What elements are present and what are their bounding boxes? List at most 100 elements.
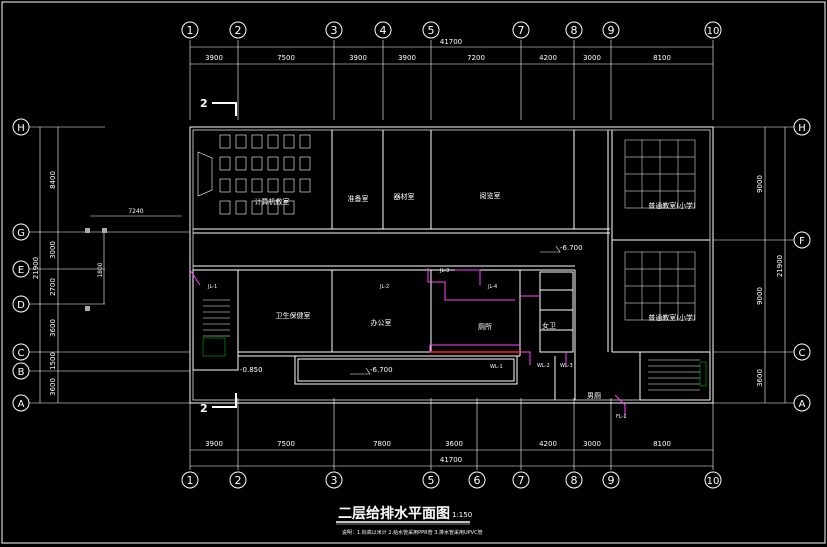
dim-top-4: 3900 — [398, 54, 416, 62]
tag-jl4: JL-4 — [487, 284, 497, 290]
axis-right-H: H — [798, 123, 806, 134]
dim-left-3: 2700 — [49, 278, 57, 296]
dim-mid-left2: 1800 — [97, 262, 104, 277]
dim-left-2: 3000 — [49, 241, 57, 259]
axis-top-1: 1 — [187, 24, 194, 37]
dim-left-1: 8400 — [49, 171, 57, 189]
axis-left-D: D — [17, 300, 25, 311]
axis-left-C: C — [18, 348, 25, 359]
tag-wl3: WL-3 — [560, 363, 573, 369]
room-men: 男厕 — [587, 392, 601, 400]
dim-right-3: 3600 — [756, 369, 764, 387]
computer-room-desks — [197, 134, 311, 215]
room-prep: 准备室 — [348, 194, 369, 203]
axis-top-8: 8 — [571, 24, 578, 37]
section-mark-top: 2 — [200, 97, 237, 116]
tag-jl3: JL-3 — [439, 268, 449, 274]
room-toilet: 厕所 — [478, 322, 492, 331]
dim-bot-4: 3600 — [445, 440, 463, 448]
dim-top-6: 4200 — [539, 54, 557, 62]
room-women: 女卫 — [542, 321, 556, 330]
bottom-axis-bubbles: 1 2 3 5 6 7 8 9 10 — [181, 471, 722, 489]
tag-fl1: FL-1 — [616, 414, 627, 420]
axis-bot-6: 6 — [474, 474, 481, 487]
tag-wl2: WL-2 — [537, 363, 550, 369]
axis-left-E: E — [18, 265, 24, 276]
axis-top-4: 4 — [380, 24, 387, 37]
dim-top-3: 3900 — [349, 54, 367, 62]
axis-top-3: 3 — [331, 24, 338, 37]
left-axis-bubbles: H G E D C B A — [12, 118, 30, 412]
grid-marker — [85, 306, 90, 311]
right-axis-lines — [713, 126, 794, 404]
axis-top-5: 5 — [428, 24, 435, 37]
pipe-tags: JL-1 JL-2 JL-3 JL-4 WL-1 WL-2 WL-3 FL-1 — [207, 268, 627, 420]
dim-right-1: 9000 — [756, 175, 764, 193]
top-axis-bubbles: 1 2 3 4 5 7 8 9 10 — [181, 21, 722, 39]
room-teaching-b: 普通教室(小学) — [648, 313, 696, 322]
room-computer: 计算机教室 — [255, 197, 290, 206]
building-walls — [189, 126, 714, 404]
tag-wl1: WL-1 — [490, 364, 503, 370]
axis-bot-7: 7 — [518, 474, 525, 487]
room-office: 办公室 — [371, 318, 392, 327]
left-axis-lines — [29, 126, 190, 404]
dim-bot-2: 7500 — [277, 440, 295, 448]
svg-text:2: 2 — [200, 402, 208, 415]
grid-marker — [85, 228, 90, 233]
dim-top-8: 8100 — [653, 54, 671, 62]
tag-jl2: JL-2 — [379, 284, 389, 290]
axis-left-A: A — [18, 399, 25, 410]
axis-right-C: C — [799, 348, 806, 359]
dim-bot-6: 3000 — [583, 440, 601, 448]
axis-top-2: 2 — [235, 24, 242, 37]
room-labels: 计算机教室 准备室 器材室 阅览室 卫生保健室 办公室 厕所 女卫 普通教室(小… — [255, 191, 696, 400]
dim-bot-5: 4200 — [539, 440, 557, 448]
axis-right-A: A — [799, 399, 806, 410]
stair-left — [202, 299, 230, 357]
axis-bot-9: 9 — [608, 474, 615, 487]
dim-top-2: 7500 — [277, 54, 295, 62]
axis-top-7: 7 — [518, 24, 525, 37]
bottom-dim-labels: 3900 7500 7800 3600 4200 3000 8100 — [205, 440, 671, 448]
dim-right-2: 9000 — [756, 287, 764, 305]
bottom-dimensions — [189, 398, 714, 470]
drawing-title: 二层给排水平面图 — [338, 505, 450, 522]
dim-bot-1: 3900 — [205, 440, 223, 448]
svg-text:2: 2 — [200, 97, 208, 110]
dim-left-5: 1500 — [49, 352, 57, 370]
dim-left-4: 3600 — [49, 319, 57, 337]
dim-top-5: 7200 — [467, 54, 485, 62]
elevation-marks: -6.700 -6.700 -0.850 — [240, 244, 583, 375]
stair-right — [648, 359, 707, 391]
water-pipes — [189, 268, 626, 418]
room-health: 卫生保健室 — [276, 311, 311, 320]
dim-bot-3: 7800 — [373, 440, 391, 448]
axis-bot-1: 1 — [187, 474, 194, 487]
level-corridor: -6.700 — [560, 244, 583, 252]
room-reading: 阅览室 — [480, 191, 501, 200]
classroom-desks-upper — [624, 139, 696, 209]
right-axis-bubbles: H F C A — [793, 118, 811, 412]
section-mark-bottom: 2 — [200, 393, 237, 415]
axis-top-9: 9 — [608, 24, 615, 37]
drawing-notes: 说明：1.标高以米计 2.给水管采用PPR管 3.排水管采用UPVC管 — [342, 529, 483, 536]
grid-marker — [102, 228, 107, 233]
dim-left-total: 21900 — [32, 257, 40, 279]
axis-right-F: F — [799, 236, 805, 247]
axis-left-G: G — [17, 228, 25, 239]
axis-bot-8: 8 — [571, 474, 578, 487]
axis-top-10: 10 — [707, 26, 720, 37]
dim-mid-left: 7240 — [128, 208, 143, 215]
left-dim-labels: 21900 8400 3000 2700 3600 1500 3600 — [32, 171, 57, 396]
axis-bot-2: 2 — [235, 474, 242, 487]
room-store: 器材室 — [394, 192, 415, 201]
axis-bot-10: 10 — [707, 476, 720, 487]
level-balcony: -6.700 — [370, 366, 393, 374]
tag-jl1: JL-1 — [207, 284, 217, 290]
total-dim-top: 41700 — [440, 38, 462, 46]
right-dim-labels: 9000 9000 3600 21900 — [756, 175, 784, 387]
